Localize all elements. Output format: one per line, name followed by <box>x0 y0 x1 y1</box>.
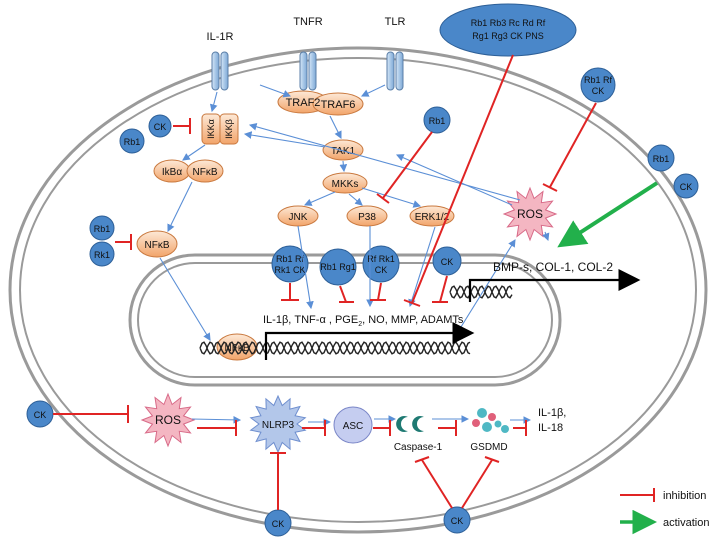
gsdmd-icon: GSDMD <box>470 408 509 453</box>
legend: inhibition activation <box>620 488 709 535</box>
drug-rb1-p38-label: Rb1 <box>429 116 446 126</box>
asc-node: ASC <box>333 406 373 444</box>
mkks-label: MKKs <box>332 179 359 190</box>
tnfr-label: TNFR <box>293 16 322 28</box>
legend-inhibition-label: inhibition <box>663 490 706 502</box>
ros-bottom-label: ROS <box>155 413 181 427</box>
cytokine-label: IL-1β, TNF-α , PGE2, NO, MMP, ADAMTs <box>263 314 464 328</box>
il1r-receptor: IL-1R <box>207 31 234 91</box>
p38-label: P38 <box>358 212 376 223</box>
nfkb-label-1: NFκB <box>193 167 218 178</box>
green-activation-line <box>557 181 659 248</box>
ros-top-label: ROS <box>517 207 543 221</box>
drug-rb1rf-line2: CK <box>592 86 605 96</box>
drug-ck-right-label: CK <box>680 182 693 192</box>
traf-complex: TRAF2 TRAF6 <box>277 90 364 116</box>
traf2-label: TRAF2 <box>286 97 321 109</box>
drug-rb1-right-label: Rb1 <box>653 154 670 164</box>
ros-burst-top: ROS <box>502 186 558 242</box>
nfkb-label-3: NFκB <box>225 343 250 354</box>
drug-rb1-right: Rb1 <box>647 144 675 172</box>
ikba-label: IkBα <box>162 167 182 178</box>
drug-nucl-ck-label: CK <box>441 257 454 267</box>
drug-nucl-3-line1: Rf Rk1 <box>367 254 395 264</box>
tak1-label: TAK1 <box>331 146 356 157</box>
ros-burst-bottom: ROS <box>140 392 196 448</box>
p38-node: P38 <box>346 205 388 227</box>
drug-nucl-1: Rb1 Rf Rk1 CK <box>271 245 309 283</box>
nlrp3-burst: NLRP3 <box>249 394 307 454</box>
drug-ck-nlrp3-label: CK <box>272 519 285 529</box>
drug-nucl-3: Rf Rk1 CK <box>362 245 400 283</box>
il1r-label: IL-1R <box>207 31 234 43</box>
cell-membrane-outer <box>8 46 708 534</box>
drug-rb1-p38: Rb1 <box>423 106 451 134</box>
dna-strand-right <box>449 285 513 299</box>
il1b-label: IL-1β, <box>538 407 566 419</box>
dna-strand-nucleus <box>199 341 471 355</box>
drug-nucl-1-line2: Rk1 CK <box>274 265 305 275</box>
compounds-line1: Rb1 Rb3 Rc Rd Rf <box>471 18 546 28</box>
legend-activation-label: activation <box>663 517 709 529</box>
gsdmd-label: GSDMD <box>470 442 507 453</box>
cytokine-text-b: , NO, MMP, ADAMTs <box>362 314 464 326</box>
nfkb-cytoplasm: NFκB <box>136 230 178 258</box>
jnk-label: JNK <box>289 212 308 223</box>
cytokine-text-a: IL-1β, TNF-α , PGE <box>263 314 358 326</box>
gene-arrows <box>264 269 641 360</box>
drug-rb1-ikk-label: Rb1 <box>124 137 141 147</box>
drug-ck-ros-bottom-label: CK <box>34 410 47 420</box>
ikka-label: IKKα <box>206 119 216 139</box>
bmp-label: BMP-s, COL-1, COL-2 <box>493 260 613 274</box>
drug-rk1-nfkb: Rk1 <box>89 241 115 267</box>
legend-inhibition: inhibition <box>620 488 706 502</box>
tnfr-receptor: TNFR <box>293 16 323 91</box>
drug-rb1rf-ck-ros: Rb1 Rf CK <box>580 67 616 103</box>
drug-nucl-ck: CK <box>432 246 462 276</box>
legend-activation: activation <box>620 509 709 535</box>
asc-label: ASC <box>343 421 364 432</box>
drug-ck-caspase-label: CK <box>451 516 464 526</box>
drug-rb1rf-line1: Rb1 Rf <box>584 75 613 85</box>
tlr-label: TLR <box>385 16 406 28</box>
pathway-arrows <box>159 84 550 426</box>
nfkb-label-2: NFκB <box>145 240 170 251</box>
drug-ck-nlrp3: CK <box>264 509 292 537</box>
drug-nucl-3-line2: CK <box>375 265 388 275</box>
drug-nucl-2: Rb1 Rg1 <box>319 248 357 286</box>
caspase1-label: Caspase-1 <box>394 442 443 453</box>
drug-rb1-nfkb: Rb1 <box>89 215 115 241</box>
traf6-label: TRAF6 <box>321 99 356 111</box>
compounds-line2: Rg1 Rg3 CK PNS <box>472 31 544 41</box>
erk-label: ERK1/2 <box>415 212 450 223</box>
jnk-node: JNK <box>277 205 319 227</box>
cell-membrane-inner <box>19 57 697 523</box>
drug-nucl-2-label: Rb1 Rg1 <box>320 262 356 272</box>
ikkb-label: IKKβ <box>224 119 234 139</box>
inhibition-lines <box>53 54 597 510</box>
il18-label: IL-18 <box>538 422 563 434</box>
ikk-complex: IKKα IKKβ <box>201 113 239 145</box>
drug-ck-ros-bottom: CK <box>26 400 54 428</box>
nlrp3-label: NLRP3 <box>262 420 295 431</box>
caspase1-icon: Caspase-1 <box>394 416 443 453</box>
mkks-node: MKKs <box>322 172 368 194</box>
tlr-receptor: TLR <box>385 16 406 91</box>
drug-rb1-ikk: Rb1 <box>119 128 145 154</box>
drug-ck-caspase: CK <box>443 506 471 534</box>
drug-ck-ikk: CK <box>148 114 172 138</box>
drug-nucl-1-line1: Rb1 Rf <box>276 254 305 264</box>
nfkb-nucleus: NFκB <box>216 333 258 361</box>
compounds-ellipse: Rb1 Rb3 Rc Rd Rf Rg1 Rg3 CK PNS <box>439 3 577 57</box>
drug-rb1-nfkb-label: Rb1 <box>94 224 111 234</box>
erk-node: ERK1/2 <box>409 205 455 227</box>
tak1-node: TAK1 <box>322 139 364 161</box>
drug-ck-right: CK <box>673 173 699 199</box>
cytokine-sub: 2 <box>358 321 362 328</box>
ikba-nfkb-complex: IkBα NFκB <box>153 159 224 183</box>
drug-rk1-nfkb-label: Rk1 <box>94 250 110 260</box>
drug-ck-ikk-label: CK <box>154 122 167 132</box>
